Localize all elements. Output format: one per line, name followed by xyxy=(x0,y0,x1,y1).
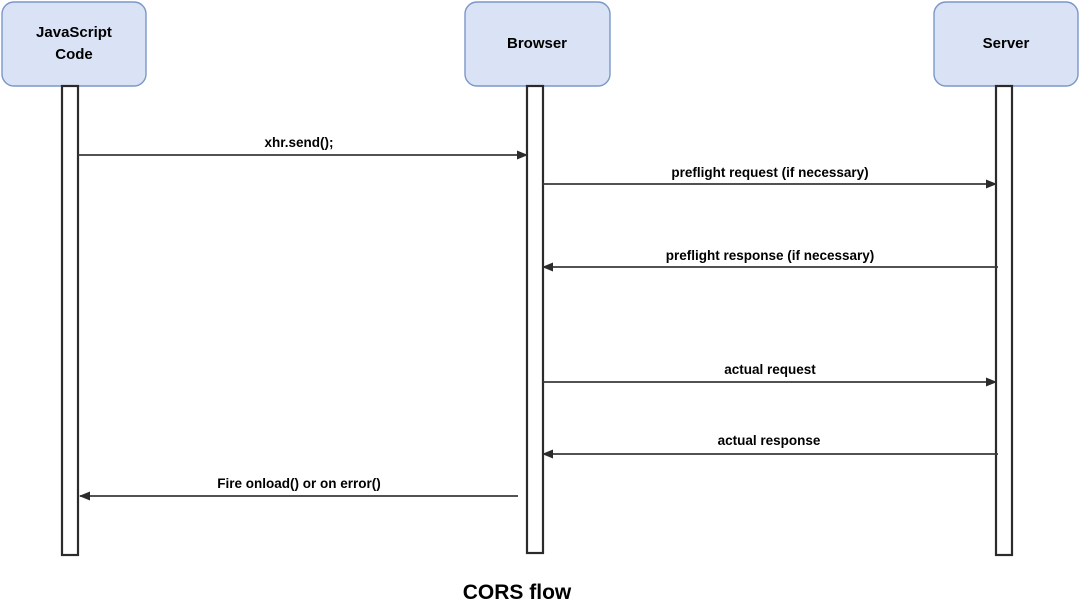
participant-javascript-code[interactable]: JavaScript Code xyxy=(1,1,147,557)
participant-label-javascript-code-line2: Code xyxy=(55,46,93,63)
message-label-actual-response: actual response xyxy=(718,433,821,448)
participant-label-javascript-code: JavaScript xyxy=(36,24,112,41)
lifeline-javascript-code xyxy=(60,84,80,557)
participant-browser[interactable]: Browser xyxy=(464,1,611,555)
message-actual-request: actual request xyxy=(543,362,997,387)
lifeline-server xyxy=(994,84,1014,557)
participant-label-browser: Browser xyxy=(507,35,567,52)
participant-box-javascript-code[interactable] xyxy=(1,1,147,87)
message-label-fire-onload-or-onerror: Fire onload() or on error() xyxy=(217,476,381,491)
message-xhr-send: xhr.send(); xyxy=(78,135,528,160)
lifeline-browser xyxy=(525,84,545,555)
participant-label-server: Server xyxy=(983,35,1030,52)
message-fire-onload-or-onerror: Fire onload() or on error() xyxy=(79,476,518,501)
message-actual-response: actual response xyxy=(542,433,998,459)
message-label-preflight-response: preflight response (if necessary) xyxy=(666,248,875,263)
message-label-preflight-request: preflight request (if necessary) xyxy=(671,165,868,180)
participant-server[interactable]: Server xyxy=(933,1,1079,557)
message-preflight-response: preflight response (if necessary) xyxy=(542,248,998,272)
message-preflight-request: preflight request (if necessary) xyxy=(543,165,997,189)
diagram-title: CORS flow xyxy=(463,581,572,604)
message-label-actual-request: actual request xyxy=(724,362,816,377)
message-label-xhr-send: xhr.send(); xyxy=(264,135,333,150)
